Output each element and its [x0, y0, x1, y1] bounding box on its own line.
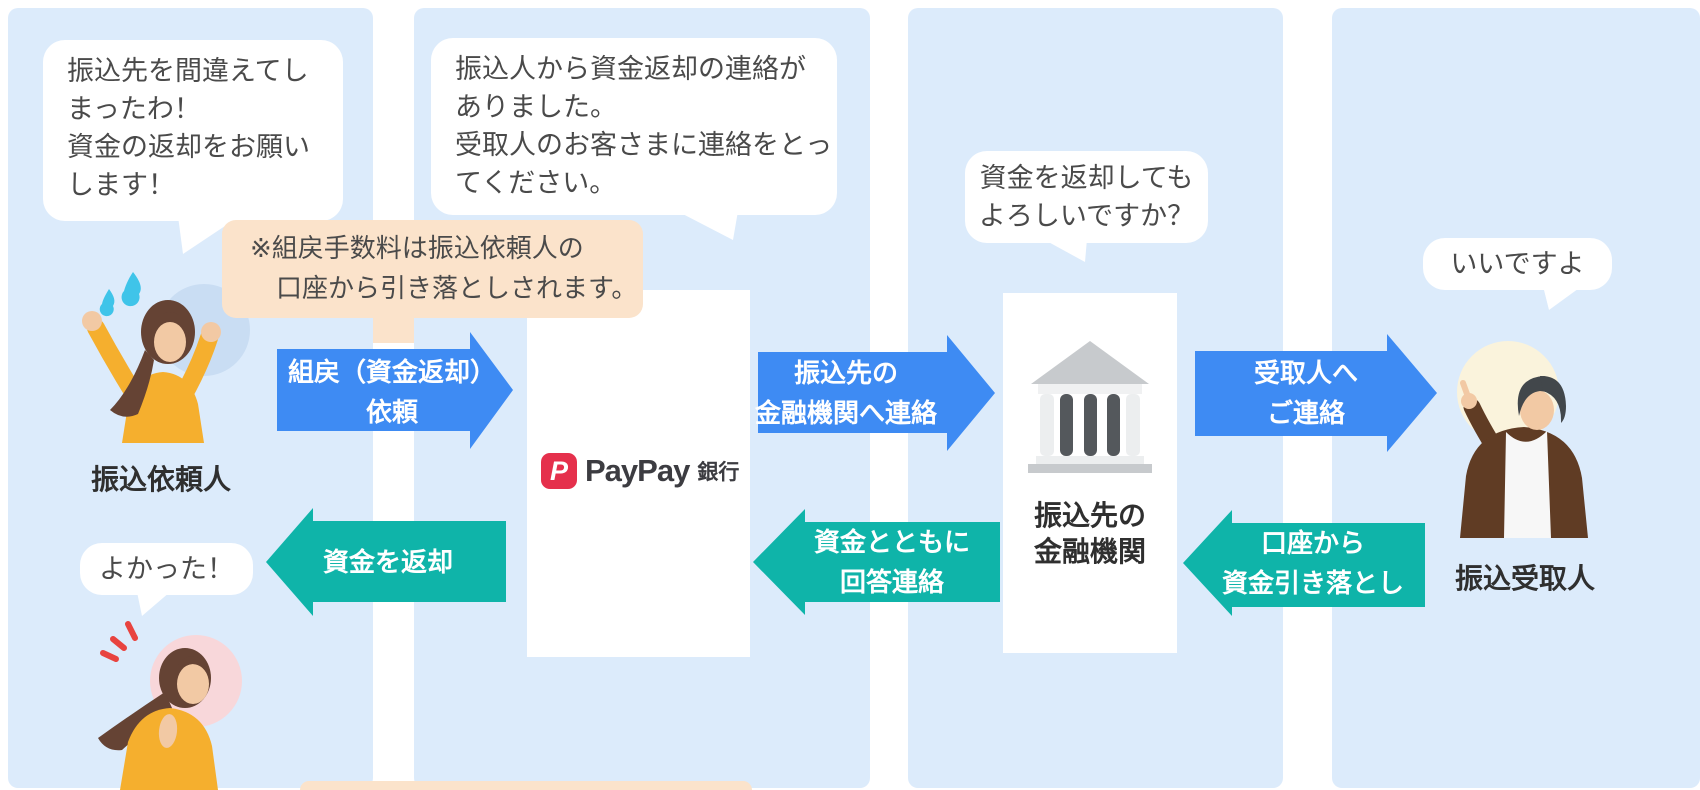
bubble-tail-dest-bank [1043, 239, 1087, 262]
speech-bubble-requester-relief: よかった！ [80, 543, 253, 595]
requester-character-relieved [98, 621, 242, 790]
arrow-contact-recipient-label: 受取人へ ご連絡 [1253, 358, 1359, 428]
arrow-reply-with-funds [753, 509, 1000, 615]
paypay-wordmark: PayPay [585, 453, 690, 488]
arrow-reply-with-funds-label: 資金とともに 回答連絡 [813, 527, 971, 597]
speech-bubble-recipient: いいですよ [1423, 238, 1612, 290]
arrow-contact-dest-bank-label: 振込先の 金融機関へ連絡 [754, 358, 938, 428]
requester-label: 振込依頼人 [90, 464, 232, 495]
arrow-refund [266, 508, 506, 616]
fee-note: ※組戻手数料は振込依頼人の 口座から引き落としされます。 [222, 220, 643, 318]
bubble-tail-paypay-clerk [677, 211, 738, 240]
bank-building-icon [1028, 341, 1152, 473]
arrow-contact-recipient [1195, 334, 1437, 452]
next-section-peek [300, 781, 752, 790]
speech-bubble-dest-bank: 資金を返却しても よろしいですか？ [965, 151, 1208, 243]
arrow-withdraw [1183, 510, 1425, 616]
paypay-logo-icon: P [541, 453, 577, 489]
paypay-logo: P PayPay 銀行 [541, 453, 739, 489]
arrow-refund-label: 資金を返却 [322, 547, 454, 577]
arrow-contact-dest-bank [758, 335, 995, 451]
arrow-request-label: 組戻（資金返却） 依頼 [287, 357, 497, 427]
paypay-bank-suffix: 銀行 [697, 461, 740, 484]
bubble-tail-requester-relief [137, 592, 170, 616]
arrow-request [277, 332, 513, 449]
speech-bubble-requester-top: 振込先を間違えてし まったわ！ 資金の返却をお願い します！ [43, 40, 343, 221]
recipient-character [1457, 341, 1588, 538]
speech-bubble-paypay-clerk: 振込人から資金返却の連絡が ありました。 受取人のお客さまに連絡をとっ てくださ… [431, 38, 837, 215]
arrow-withdraw-label: 口座から 資金引き落とし [1221, 528, 1405, 598]
dest-bank-label: 振込先の 金融機関 [1033, 500, 1147, 567]
bubble-tail-recipient [1543, 286, 1582, 310]
recipient-label: 振込受取人 [1454, 563, 1596, 594]
